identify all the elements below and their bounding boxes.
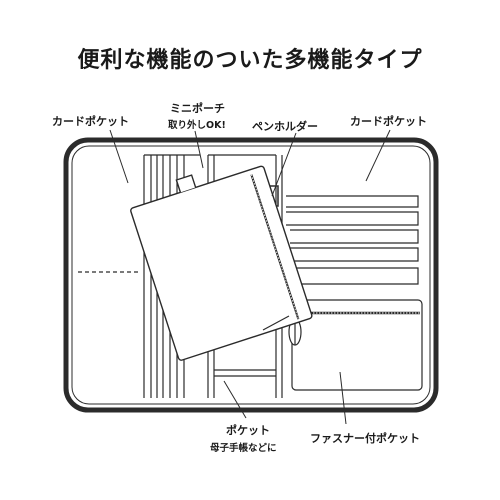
mini-pouch bbox=[130, 165, 313, 361]
label-pen-holder: ペンホルダー bbox=[252, 120, 318, 133]
label-pocket: ポケット bbox=[226, 424, 270, 437]
case-outer bbox=[63, 137, 439, 413]
label-card-pocket-left: カードポケット bbox=[52, 115, 129, 128]
label-pocket-note: 母子手帳などに bbox=[210, 443, 277, 454]
label-zipper-pocket: ファスナー付ポケット bbox=[310, 432, 420, 445]
page-title: 便利な機能のついた多機能タイプ bbox=[77, 48, 423, 73]
zipper-tail bbox=[262, 315, 290, 331]
zipper-pocket bbox=[288, 299, 423, 391]
label-mini-pouch: ミニポーチ bbox=[170, 102, 225, 115]
card-slots-right bbox=[286, 195, 419, 285]
leader-lines bbox=[109, 129, 391, 425]
case-inner bbox=[71, 145, 431, 405]
label-card-pocket-right: カードポケット bbox=[350, 115, 427, 128]
label-mini-pouch-note: 取り外しOK! bbox=[168, 120, 226, 131]
